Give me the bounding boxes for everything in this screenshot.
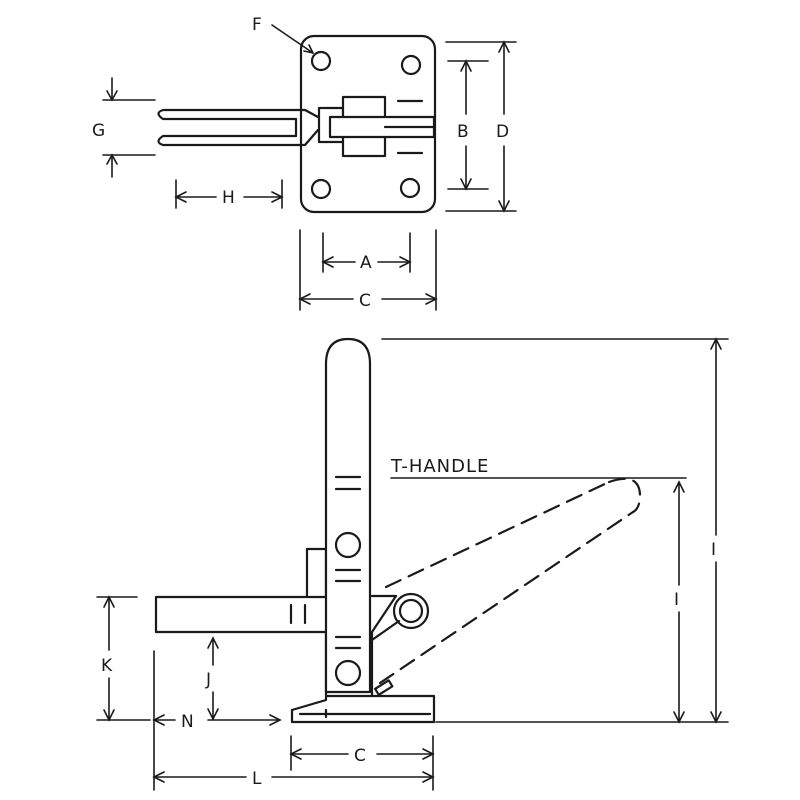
d-arrowhead-top — [498, 40, 510, 53]
label-i-outer: I — [711, 540, 716, 560]
label-d: D — [496, 122, 509, 142]
i-inner-arrowhead-top — [673, 480, 685, 493]
label-k: K — [101, 656, 113, 676]
b-arrowhead-top — [460, 59, 472, 72]
open-handle-outline-lower — [378, 510, 635, 685]
j-arrowhead-bottom — [207, 708, 219, 721]
f-leader — [271, 24, 314, 54]
vertical-handle — [324, 337, 372, 694]
label-g: G — [92, 121, 105, 141]
link-pivot-pin — [398, 598, 424, 624]
label-c-top: C — [359, 291, 371, 311]
c-top-arrowhead-right — [425, 293, 438, 305]
c-top-arrowhead-left — [298, 293, 311, 305]
l-arrowhead-left — [152, 771, 165, 783]
open-handle-cap — [607, 477, 642, 514]
i-outer-arrowhead-top — [710, 337, 722, 350]
handle-pivot-upper — [334, 531, 362, 559]
label-t-handle: T-HANDLE — [390, 456, 489, 477]
label-c-bottom: C — [354, 746, 366, 766]
open-handle-outline-upper — [384, 480, 611, 589]
j-arrowhead-top — [207, 636, 219, 649]
n-arrowhead-right — [269, 714, 282, 726]
label-l: L — [252, 769, 262, 789]
mounting-hole — [400, 54, 422, 76]
label-h: H — [222, 188, 235, 208]
label-f: F — [252, 15, 262, 35]
label-n: N — [181, 712, 194, 732]
label-j: J — [205, 670, 211, 690]
k-arrowhead-bottom — [103, 709, 115, 722]
label-b: B — [457, 122, 469, 142]
top-view: F G H B D — [92, 15, 517, 311]
f-leader-arrowhead — [303, 44, 314, 54]
fork-arm-upper — [157, 108, 320, 121]
fork-arm-lower — [157, 128, 320, 147]
h-arrowhead-left — [174, 191, 187, 203]
a-arrowhead-left — [321, 256, 334, 268]
open-handle-mark — [373, 679, 394, 696]
k-arrowhead-top — [103, 595, 115, 608]
handle-pivot-lower — [334, 659, 362, 687]
label-a: A — [360, 253, 372, 273]
c-bottom-arrowhead-right — [422, 748, 435, 760]
b-arrowhead-bottom — [460, 178, 472, 191]
h-arrowhead-right — [271, 191, 284, 203]
i-outer-arrowhead-bottom — [710, 711, 722, 724]
label-i-inner: I — [674, 590, 679, 610]
l-arrowhead-right — [422, 771, 435, 783]
c-bottom-arrowhead-left — [289, 748, 302, 760]
n-arrowhead-left — [152, 714, 165, 726]
a-arrowhead-right — [399, 256, 412, 268]
clamping-arm — [154, 595, 327, 634]
mounting-hole — [310, 50, 332, 72]
g-arrowhead-bottom — [106, 153, 118, 165]
g-arrowhead-top — [106, 90, 118, 102]
mounting-hole — [399, 177, 421, 199]
d-arrowhead-bottom — [498, 200, 510, 213]
link-bar — [370, 619, 401, 642]
i-inner-arrowhead-bottom — [673, 711, 685, 724]
mounting-hole — [310, 178, 332, 200]
side-view: T-HANDLE I I K J N — [96, 337, 729, 791]
